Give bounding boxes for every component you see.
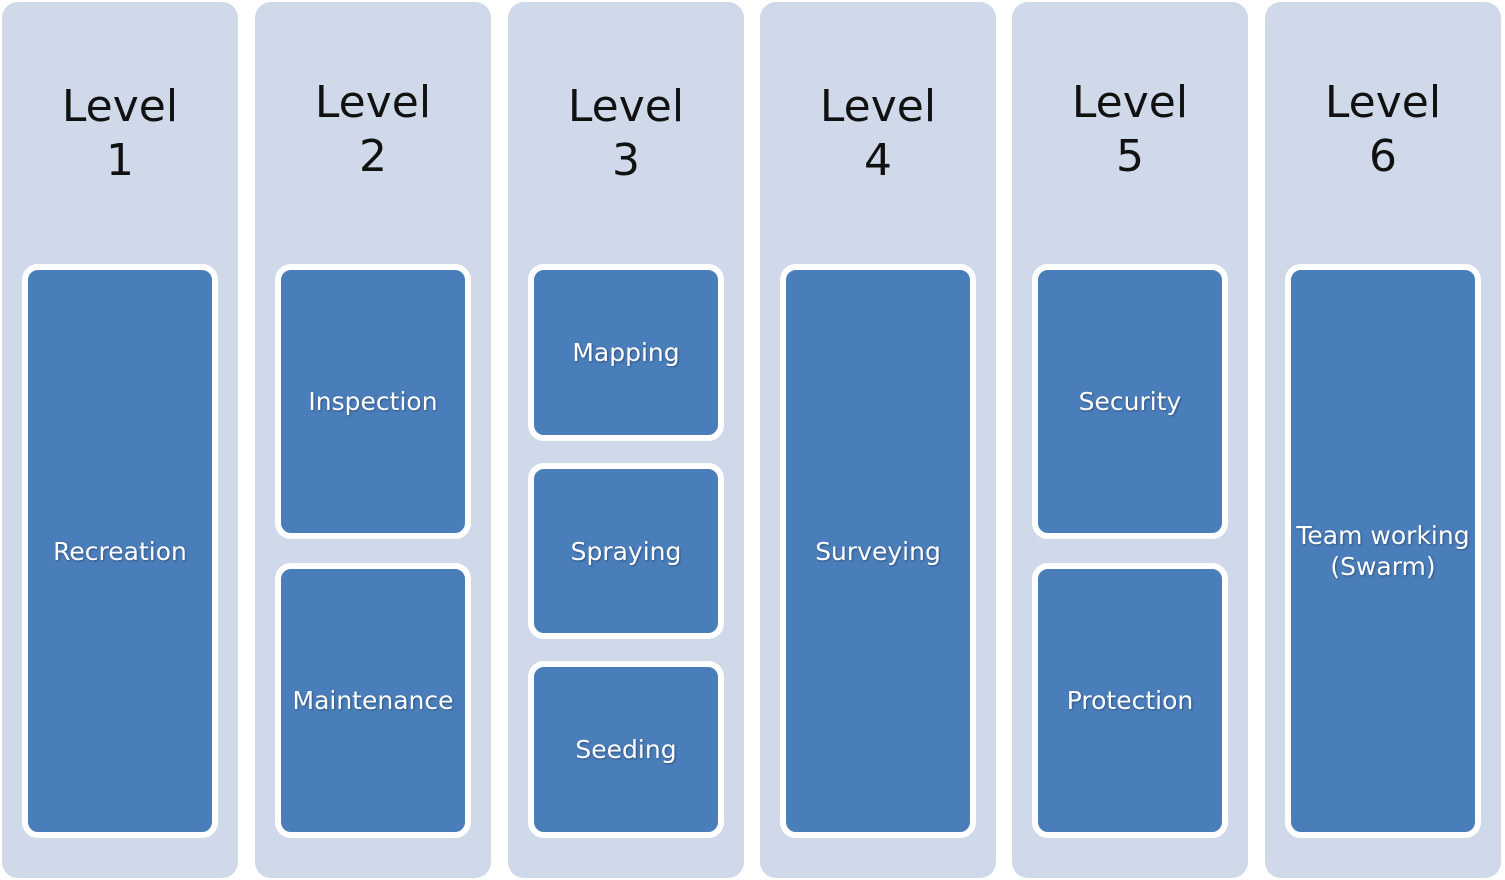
level-5-cards: Security Protection (1032, 264, 1228, 838)
level-1-title: Level 1 (61, 81, 179, 186)
level-3-column: Level 3 Mapping Spraying Seeding (508, 2, 744, 878)
card-mapping: Mapping (528, 264, 724, 441)
level-4-column: Level 4 Surveying (760, 2, 996, 878)
level-3-title: Level 3 (567, 81, 685, 186)
level-2-title: Level 2 (314, 77, 432, 182)
card-protection: Protection (1032, 563, 1228, 838)
level-4-title: Level 4 (819, 81, 937, 186)
card-inspection: Inspection (275, 264, 471, 539)
card-security: Security (1032, 264, 1228, 539)
level-1-column: Level 1 Recreation (2, 2, 238, 878)
level-6-cards: Team working (Swarm) (1285, 264, 1481, 838)
level-6-title: Level 6 (1324, 77, 1442, 182)
card-surveying: Surveying (780, 264, 976, 838)
card-seeding: Seeding (528, 661, 724, 839)
level-5-column: Level 5 Security Protection (1012, 2, 1248, 878)
level-6-column: Level 6 Team working (Swarm) (1265, 2, 1501, 878)
card-spraying: Spraying (528, 462, 724, 640)
level-3-cards: Mapping Spraying Seeding (528, 264, 724, 839)
level-4-cards: Surveying (780, 264, 976, 838)
level-2-column: Level 2 Inspection Maintenance (255, 2, 491, 878)
level-2-cards: Inspection Maintenance (275, 264, 471, 838)
card-maintenance: Maintenance (275, 563, 471, 838)
card-recreation: Recreation (22, 264, 218, 838)
level-1-cards: Recreation (22, 264, 218, 838)
level-5-title: Level 5 (1071, 77, 1189, 182)
card-team-working: Team working (Swarm) (1285, 264, 1481, 838)
